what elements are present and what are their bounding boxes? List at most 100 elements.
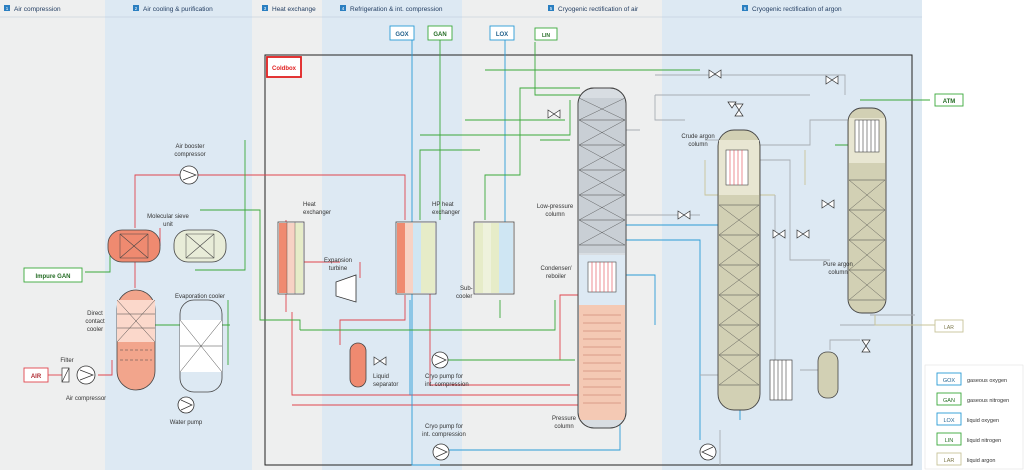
svg-text:liquid argon: liquid argon xyxy=(967,458,995,464)
stream-tag-impure-gan: Impure GAN xyxy=(23,267,83,283)
svg-text:liquid nitrogen: liquid nitrogen xyxy=(967,438,1001,444)
svg-text:Impure GAN: Impure GAN xyxy=(35,274,70,280)
svg-text:GAN: GAN xyxy=(943,398,955,404)
stream-tag-air: AIR xyxy=(23,367,49,383)
coldbox-label: Coldbox xyxy=(272,66,297,72)
svg-text:GOX: GOX xyxy=(943,378,956,384)
stream-tag-lar: LAR xyxy=(934,319,964,333)
svg-text:LIN: LIN xyxy=(542,33,550,39)
section-6-number: 6 xyxy=(744,6,747,11)
stream-tag-gan: GAN xyxy=(427,25,453,41)
legend-item-gan: GAN gaseous nitrogen xyxy=(936,392,1009,406)
coldbox-tag xyxy=(266,56,302,78)
section-5-number: 5 xyxy=(550,6,553,11)
section-1-label: Air compression xyxy=(14,6,61,13)
heat-exchanger-label-2: exchanger xyxy=(303,210,331,216)
legend-item-lar: LAR liquid argon xyxy=(936,452,995,466)
stream-tag-lox: LOX xyxy=(489,25,515,41)
low-pressure-column-label-2: column xyxy=(545,212,564,218)
equipment-labels: Air booster compressor Molecular sieve u… xyxy=(60,134,853,438)
evap-cooler-label: Evaporation cooler xyxy=(175,294,225,300)
argon-heat-exchanger xyxy=(769,359,793,401)
condenser-label-2: reboiler xyxy=(546,274,566,280)
section-3-number: 3 xyxy=(264,6,267,11)
argon-vessel xyxy=(817,351,839,399)
heat-exchanger-label-1: Heat xyxy=(303,202,316,208)
air-booster-label-1: Air booster xyxy=(175,144,204,150)
svg-text:LIN: LIN xyxy=(945,438,954,444)
section-headers: 1 Air compression 2 Air cooling & purifi… xyxy=(4,5,842,13)
direct-cooler-label-3: cooler xyxy=(87,327,103,333)
section-3-label: Heat exchange xyxy=(272,6,316,13)
section-5-label: Cryogenic rectification of air xyxy=(558,6,639,13)
svg-text:GAN: GAN xyxy=(433,32,446,38)
liquid-separator-label-1: Liquid xyxy=(373,374,389,380)
section-1-number: 1 xyxy=(6,6,9,11)
cryo-pump-2-label-1: Cryo pump for xyxy=(425,424,463,430)
hp-heat-exchanger xyxy=(395,221,437,295)
pure-argon-column xyxy=(847,107,887,314)
air-booster-compressor xyxy=(179,165,199,185)
water-pump xyxy=(177,396,195,414)
legend-item-lin: LIN liquid nitrogen xyxy=(936,432,1001,446)
section-3-badge xyxy=(262,5,268,11)
molecular-sieve-unit-1 xyxy=(107,229,161,263)
pure-argon-label-2: column xyxy=(828,270,847,276)
section-2-badge xyxy=(133,5,139,11)
crude-argon-label-2: column xyxy=(688,142,707,148)
expansion-turbine-label-1: Expansion xyxy=(324,258,352,264)
hp-exchanger-label-2: exchanger xyxy=(432,210,460,216)
section-2-number: 2 xyxy=(135,6,138,11)
argon-pump xyxy=(699,443,717,461)
cryo-pump-1 xyxy=(431,351,449,369)
water-pump-label: Water pump xyxy=(170,420,203,426)
crude-argon-column xyxy=(717,129,761,411)
filter-label: Filter xyxy=(60,358,73,364)
section-2-label: Air cooling & purification xyxy=(143,6,213,13)
pressure-column-label-2: column xyxy=(554,424,573,430)
evaporation-cooler xyxy=(179,299,223,393)
mol-sieve-label-1: Molecular sieve xyxy=(147,214,189,220)
subcooler-label-2: cooler xyxy=(456,294,472,300)
stream-tag-lin: LIN xyxy=(534,27,558,41)
section-4-number: 4 xyxy=(342,6,345,11)
heat-exchanger xyxy=(277,221,305,295)
filter xyxy=(61,367,70,383)
legend-item-gox: GOX gaseous oxygen xyxy=(936,372,1007,386)
main-rectification-column xyxy=(577,87,627,429)
svg-text:gaseous nitrogen: gaseous nitrogen xyxy=(967,398,1009,404)
air-compressor-label: Air compressor xyxy=(66,396,106,402)
section-1-badge xyxy=(4,5,10,11)
expansion-turbine-label-2: turbine xyxy=(329,266,348,272)
cryo-pump-2 xyxy=(432,443,450,461)
molecular-sieve-unit-2 xyxy=(173,229,227,263)
svg-text:AIR: AIR xyxy=(31,374,42,380)
svg-text:LOX: LOX xyxy=(496,32,508,38)
liquid-separator xyxy=(349,342,367,388)
subcooler-label-1: Sub- xyxy=(460,286,473,292)
cryo-pump-2-label-2: int. compression xyxy=(422,432,466,438)
subcooler xyxy=(473,221,515,295)
section-6-label: Cryogenic rectification of argon xyxy=(752,6,842,13)
section-5-badge xyxy=(548,5,554,11)
coldbox-outline xyxy=(264,54,913,466)
pressure-column-label-1: Pressure xyxy=(552,416,577,422)
crude-argon-label-1: Crude argon xyxy=(681,134,714,140)
svg-text:gaseous oxygen: gaseous oxygen xyxy=(967,378,1007,384)
svg-text:LOX: LOX xyxy=(943,418,954,424)
cryo-pump-1-label-2: int. compression xyxy=(425,382,469,388)
hp-exchanger-label-1: HP heat xyxy=(432,202,454,208)
svg-text:ATM: ATM xyxy=(943,99,956,105)
legend: GOX gaseous oxygen GAN gaseous nitrogen … xyxy=(924,364,1024,470)
direct-cooler-label-1: Direct xyxy=(87,311,103,317)
svg-text:LAR: LAR xyxy=(944,458,955,464)
pure-argon-label-1: Pure argon xyxy=(823,262,853,268)
valves xyxy=(373,69,871,366)
air-compressor xyxy=(76,365,96,385)
direct-cooler-label-2: contact xyxy=(85,319,105,325)
direct-contact-cooler xyxy=(116,289,156,391)
section-4-badge xyxy=(340,5,346,11)
liquid-separator-label-2: separator xyxy=(373,382,398,388)
